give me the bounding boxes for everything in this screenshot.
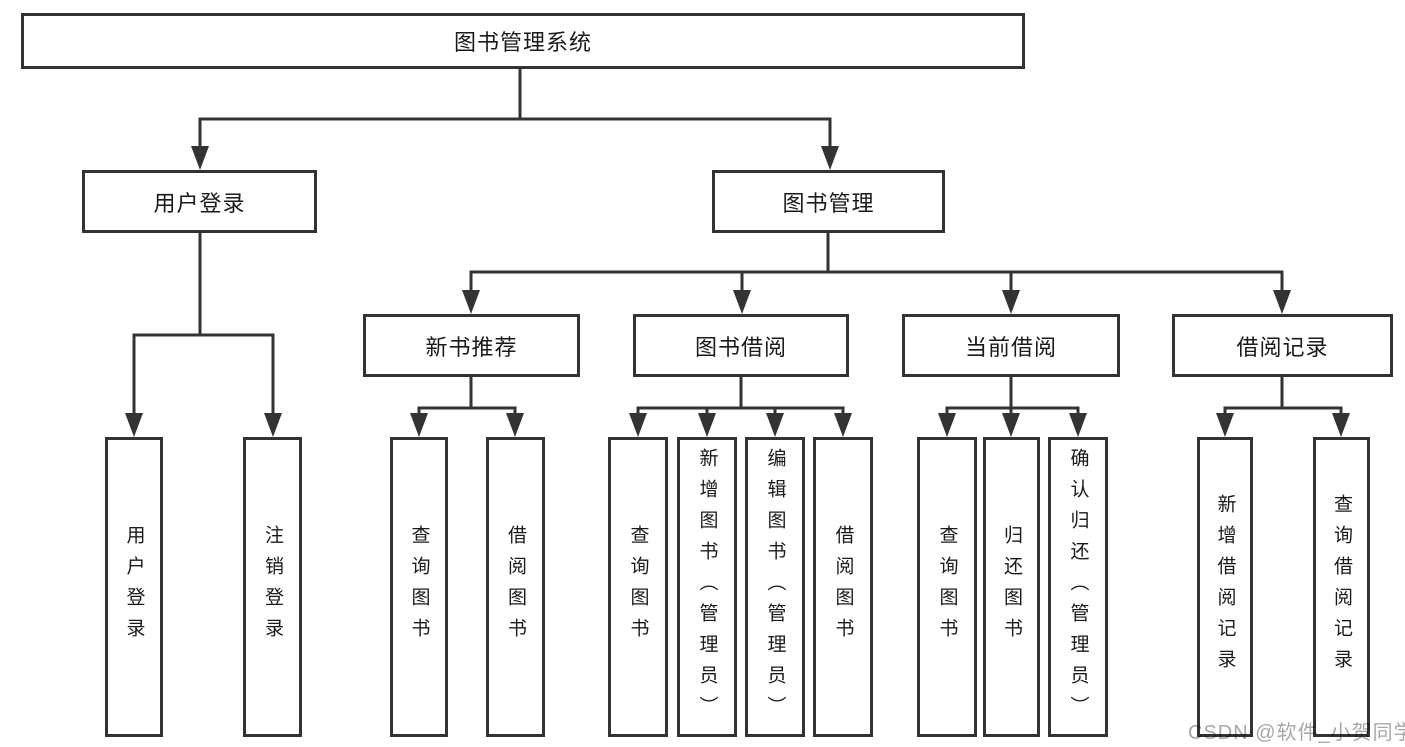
- node-label: 用户登录: [123, 525, 145, 649]
- node-label: 查询图书: [408, 525, 430, 649]
- connector-current-fanout: [945, 377, 1080, 414]
- node-label: 图书管理系统: [453, 30, 592, 55]
- node-label: 用户登录: [153, 190, 246, 216]
- arrow-down-icon: [1002, 413, 1020, 437]
- leaf-return-books: 归还图书: [983, 437, 1040, 737]
- node-user-login-branch: 用户登录: [82, 170, 317, 233]
- arrow-down-icon: [629, 413, 647, 437]
- arrow-down-icon: [766, 413, 784, 437]
- node-label: 新增借阅记录: [1214, 494, 1236, 680]
- leaf-add-books-admin: 新增图书（管理员）: [677, 437, 737, 737]
- arrow-down-icon: [1002, 290, 1020, 314]
- arrowheads: [125, 146, 1350, 437]
- node-label: 借阅记录: [1236, 334, 1329, 360]
- node-book-borrowing: 图书借阅: [633, 314, 849, 377]
- arrow-down-icon: [462, 290, 480, 314]
- leaf-confirm-return-admin: 确认归还（管理员）: [1048, 437, 1108, 737]
- node-label: 确认归还（管理员）: [1067, 447, 1089, 727]
- node-label: 查询借阅记录: [1331, 494, 1352, 680]
- arrow-down-icon: [1069, 413, 1087, 437]
- arrow-down-icon: [410, 413, 428, 437]
- connector-borrowing-fanout: [636, 377, 845, 414]
- leaf-add-borrow-record: 新增借阅记录: [1197, 437, 1253, 737]
- node-label: 查询图书: [627, 525, 649, 649]
- connector-paths: [132, 68, 1343, 414]
- arrow-down-icon: [698, 413, 716, 437]
- node-root-system: 图书管理系统: [21, 13, 1025, 69]
- node-label: 新增图书（管理员）: [696, 447, 718, 727]
- leaf-query-books-current: 查询图书: [917, 437, 977, 737]
- node-current-borrowing: 当前借阅: [902, 314, 1120, 377]
- arrow-down-icon: [938, 413, 956, 437]
- leaf-logout: 注销登录: [243, 437, 302, 737]
- leaf-borrow-books-borrowing: 借阅图书: [813, 437, 873, 737]
- arrow-down-icon: [1332, 413, 1350, 437]
- leaf-user-login: 用户登录: [105, 437, 163, 737]
- arrow-down-icon: [834, 413, 852, 437]
- arrow-down-icon: [733, 290, 751, 314]
- arrow-down-icon: [821, 146, 839, 170]
- node-borrowing-records: 借阅记录: [1172, 314, 1393, 377]
- node-label: 借阅图书: [832, 525, 854, 649]
- arrow-down-icon: [125, 413, 143, 437]
- connector-book-mgmt-fanout: [469, 233, 1284, 291]
- node-label: 编辑图书（管理员）: [764, 447, 786, 727]
- arrow-down-icon: [506, 413, 524, 437]
- node-label: 注销登录: [262, 525, 283, 649]
- arrow-down-icon: [264, 413, 282, 437]
- node-label: 当前借阅: [964, 334, 1057, 360]
- connector-records-fanout: [1223, 377, 1343, 414]
- csdn-watermark: CSDN @软件_小贺同学: [1188, 722, 1405, 744]
- leaf-edit-books-admin: 编辑图书（管理员）: [745, 437, 805, 737]
- node-label: 查询图书: [936, 525, 958, 649]
- arrow-down-icon: [191, 146, 209, 170]
- node-label: 借阅图书: [505, 525, 526, 649]
- leaf-query-borrow-record: 查询借阅记录: [1313, 437, 1370, 737]
- node-label: 图书借阅: [694, 334, 787, 360]
- node-new-book-recommend: 新书推荐: [363, 314, 580, 377]
- node-book-management-branch: 图书管理: [712, 170, 945, 233]
- leaf-query-books-borrowing: 查询图书: [608, 437, 668, 737]
- connector-user-login-fanout: [132, 233, 275, 414]
- leaf-query-books-recommend: 查询图书: [390, 437, 448, 737]
- leaf-borrow-books-recommend: 借阅图书: [486, 437, 545, 737]
- node-label: 图书管理: [782, 190, 875, 216]
- arrow-down-icon: [1273, 290, 1291, 314]
- connector-root-fanout: [198, 68, 832, 148]
- node-label: 新书推荐: [425, 334, 518, 360]
- arrow-down-icon: [1216, 413, 1234, 437]
- connector-new-books-fanout: [417, 377, 517, 414]
- node-label: 归还图书: [1001, 525, 1022, 649]
